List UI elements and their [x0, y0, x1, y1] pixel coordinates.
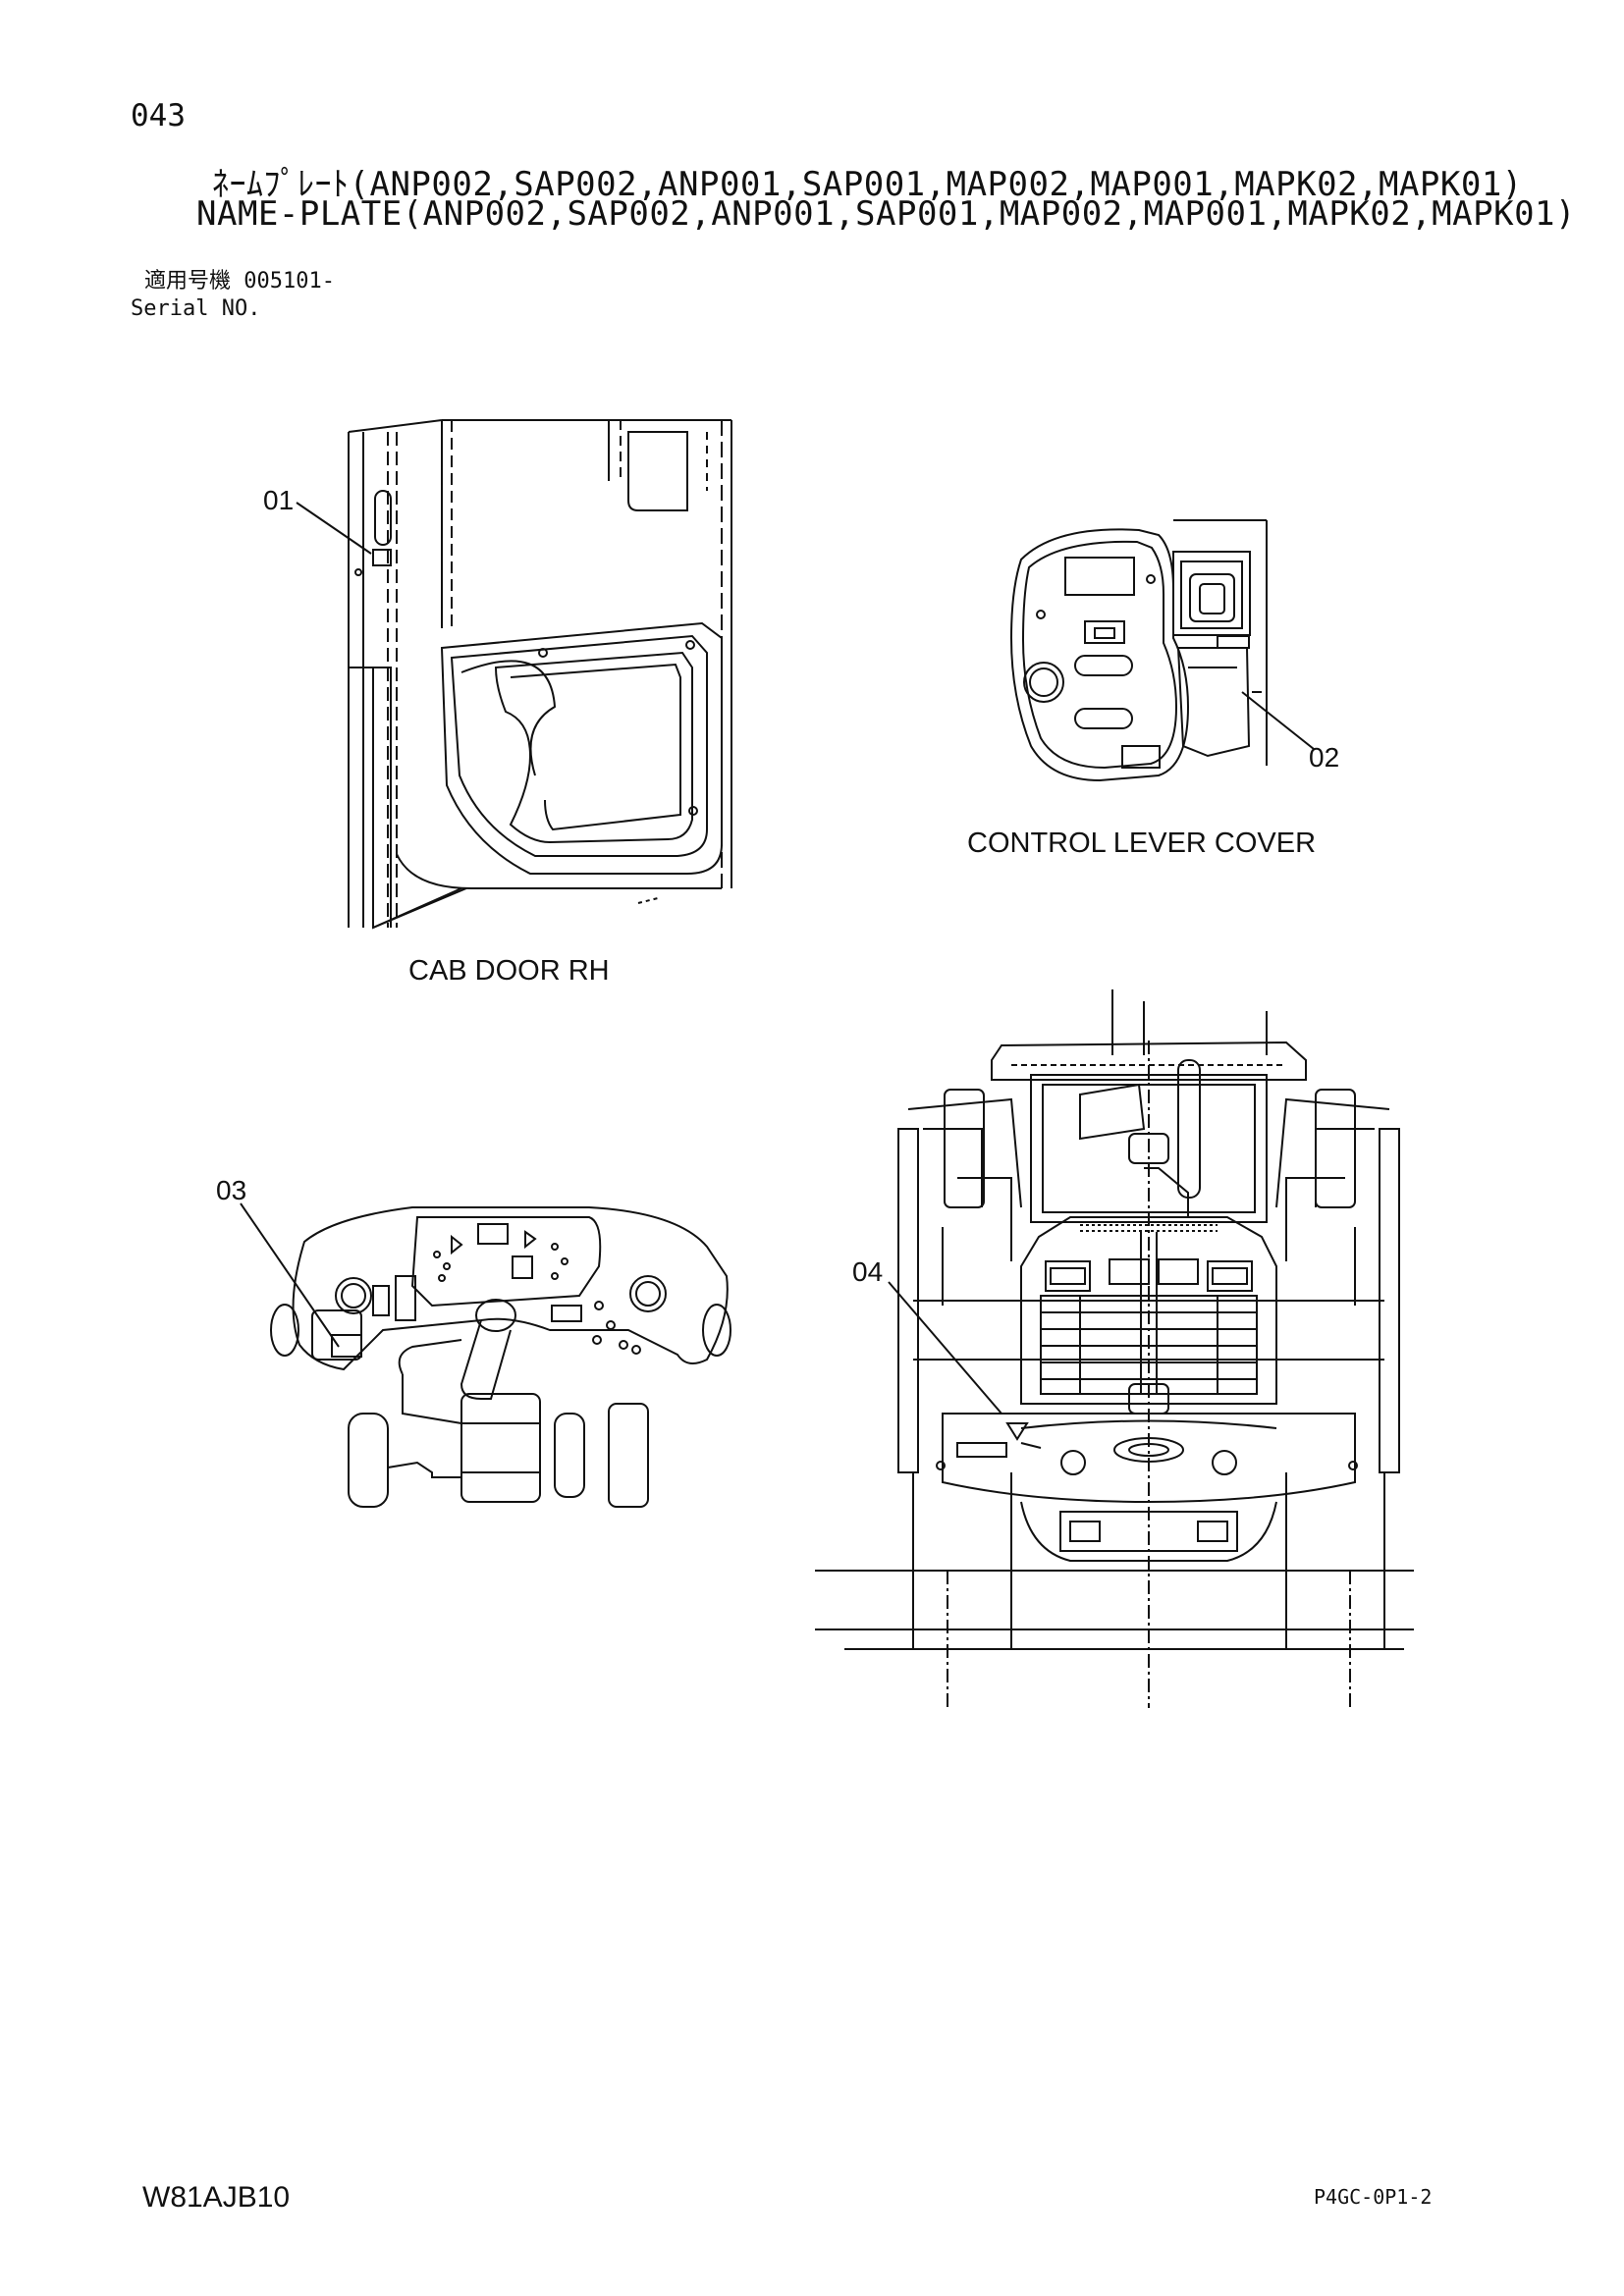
callout-02: 02 — [1309, 742, 1340, 773]
title-japanese: ﾈｰﾑﾌﾟﾚｰﾄ(ANP002,SAP002,ANP001,SAP001,MAP… — [212, 165, 1523, 204]
title-english: NAME-PLATE(ANP002,SAP002,ANP001,SAP001,M… — [196, 194, 1576, 234]
steering-console-drawing — [241, 1203, 731, 1507]
cab-door-rh-drawing — [297, 420, 731, 928]
document-code: W81AJB10 — [142, 2181, 291, 2214]
serial-label-jp-text: 適用号機 — [144, 269, 232, 294]
callout-03: 03 — [216, 1175, 247, 1205]
callout-04: 04 — [852, 1256, 884, 1287]
caption-control-lever-cover: CONTROL LEVER COVER — [967, 828, 1317, 859]
serial-label-en: Serial NO. — [131, 296, 261, 321]
reference-code: P4GC-0P1-2 — [1314, 2185, 1433, 2209]
caption-cab-door-rh: CAB DOOR RH — [408, 955, 610, 987]
serial-value: 005101- — [244, 269, 335, 294]
callout-01: 01 — [263, 485, 295, 515]
page-number: 043 — [131, 98, 186, 133]
wheel-loader-front-drawing — [815, 989, 1414, 1708]
control-lever-cover-drawing — [1011, 520, 1314, 780]
serial-label-jp: 適用号機 005101- — [144, 263, 335, 294]
